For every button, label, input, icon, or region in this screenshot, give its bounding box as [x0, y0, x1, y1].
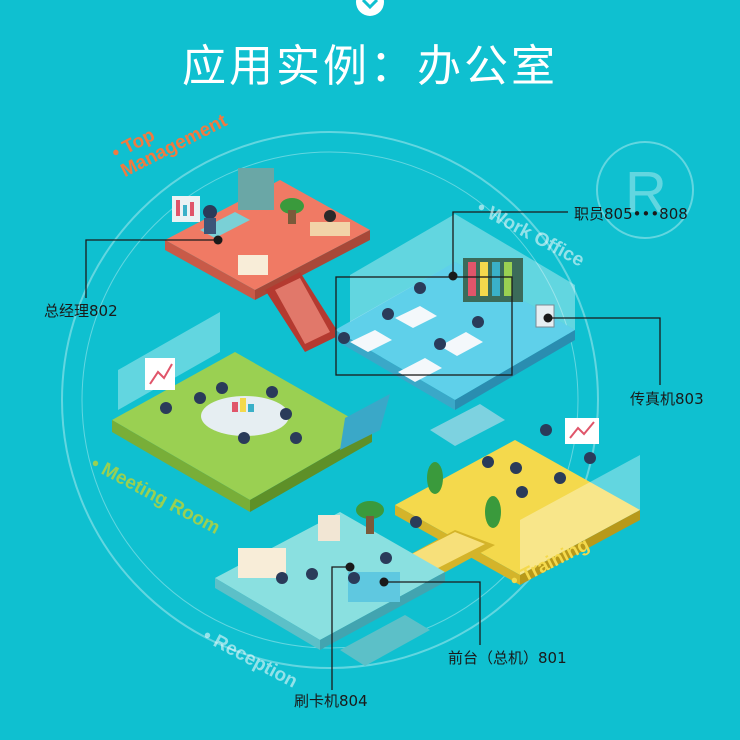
training-room	[395, 418, 640, 585]
page-title: 应用实例：办公室	[182, 41, 558, 92]
meeting-room	[112, 312, 372, 512]
svg-text:R: R	[625, 160, 667, 225]
top-management-room	[165, 168, 370, 300]
callout-dots	[213, 235, 553, 587]
callout-lines	[85, 211, 661, 690]
callout-fax: 传真机803	[630, 390, 704, 408]
callout-front-desk: 前台（总机）801	[448, 649, 567, 667]
callout-card-reader: 刷卡机804	[294, 692, 368, 710]
work-office-room	[335, 214, 575, 410]
watermark: R	[61, 131, 694, 669]
callout-staff: 职员805•••808	[574, 205, 688, 223]
reception-room	[215, 501, 445, 666]
callout-general-manager: 总经理802	[44, 302, 118, 320]
